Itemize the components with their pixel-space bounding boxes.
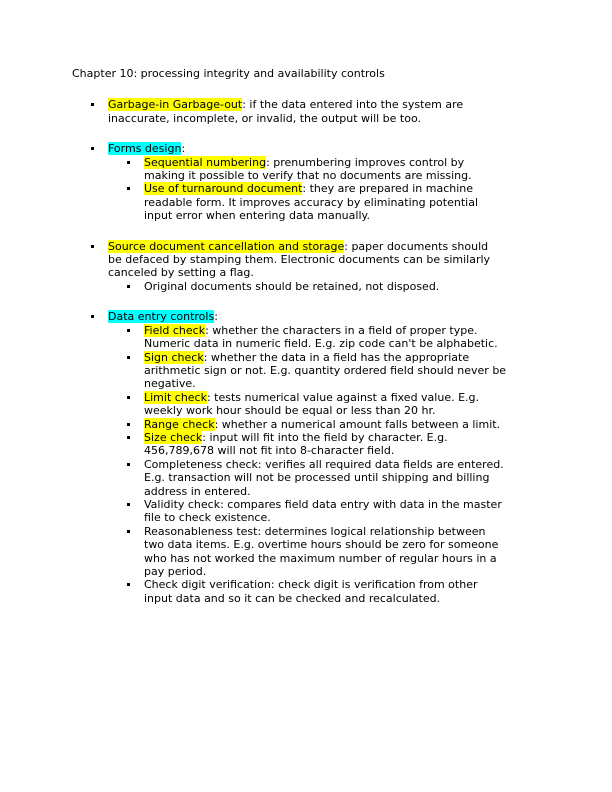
list-item: Sequential numbering: prenumbering impro… [72, 155, 558, 183]
highlighted-term: Sign check [144, 350, 204, 364]
bullet-text: : if the data entered into the system ar… [108, 98, 464, 125]
bullet-marker [91, 103, 94, 107]
highlighted-term: Data entry controls [108, 310, 215, 324]
highlighted-term: Size check [144, 430, 203, 444]
list-item: Forms design: [72, 142, 558, 156]
bullet-marker [127, 529, 130, 533]
highlighted-term: Range check [144, 417, 215, 431]
page-title: Chapter 10: processing integrity and ava… [72, 67, 385, 80]
list-item: Source document cancellation and storage… [72, 239, 558, 280]
bullet-text: : [214, 310, 218, 324]
bullet-marker [127, 435, 130, 439]
bullet-text: : whether the data in a field has the ap… [144, 350, 507, 391]
bullet-marker [127, 284, 130, 288]
list-item: Reasonableness test: determines logical … [72, 525, 558, 579]
list-item: Sign check: whether the data in a field … [72, 350, 558, 391]
bullet-text: Completeness check: verifies all require… [144, 457, 504, 498]
bullet-marker [91, 244, 94, 248]
highlighted-term: Limit check [144, 390, 207, 404]
bullet-text: Original documents should be retained, n… [144, 279, 440, 293]
highlighted-term: Use of turnaround document [144, 182, 303, 196]
bullet-text: Reasonableness test: determines logical … [144, 524, 499, 578]
list-item: Limit check: tests numerical value again… [72, 390, 558, 418]
bullet-text: : [181, 142, 186, 156]
list-item: Data entry controls: [72, 310, 558, 324]
bullet-list: Garbage-in Garbage-out: if the data ente… [72, 98, 558, 605]
list-item: Field check: whether the characters in a… [72, 323, 558, 351]
bullet-marker [127, 583, 130, 587]
list-item: Original documents should be retained, n… [72, 280, 558, 293]
bullet-marker [127, 395, 130, 399]
bullet-text: : whether the characters in a field of p… [144, 323, 498, 351]
highlighted-term: Field check [144, 323, 206, 337]
bullet-marker [127, 422, 130, 426]
list-item: Size check: input will fit into the fiel… [72, 430, 558, 458]
page-content: Chapter 10: processing integrity and ava… [72, 67, 558, 605]
bullet-marker [127, 160, 130, 164]
bullet-text: : input will fit into the field by chara… [144, 430, 448, 458]
bullet-text: : whether a numerical amount falls betwe… [214, 417, 501, 431]
bullet-text: Check digit verification: check digit is… [144, 578, 478, 605]
bullet-text: Validity check: compares field data entr… [144, 497, 502, 525]
bullet-text: : prenumbering improves control by makin… [144, 155, 472, 183]
highlighted-term: Source document cancellation and storage [108, 239, 345, 253]
highlighted-term: Sequential numbering [144, 155, 267, 169]
list-item: Validity check: compares field data entr… [72, 498, 558, 525]
list-item: Completeness check: verifies all require… [72, 458, 558, 498]
bullet-marker [91, 147, 94, 151]
bullet-marker [127, 328, 130, 332]
bullet-marker [127, 462, 130, 466]
bullet-text: : they are prepared in machine readable … [144, 182, 479, 223]
list-item: Garbage-in Garbage-out: if the data ente… [72, 98, 558, 125]
list-item: Use of turnaround document: they are pre… [72, 182, 558, 222]
list-item: Range check: whether a numerical amount … [72, 417, 558, 431]
bullet-marker [127, 355, 130, 359]
bullet-text: : tests numerical value against a fixed … [144, 390, 480, 418]
bullet-marker [127, 187, 130, 191]
highlighted-term: Forms design [108, 142, 182, 156]
highlighted-term: Garbage-in Garbage-out [108, 98, 243, 112]
bullet-marker [127, 502, 130, 506]
bullet-text: : paper documents should be defaced by s… [108, 239, 491, 280]
bullet-marker [91, 315, 94, 319]
list-item: Check digit verification: check digit is… [72, 578, 558, 605]
